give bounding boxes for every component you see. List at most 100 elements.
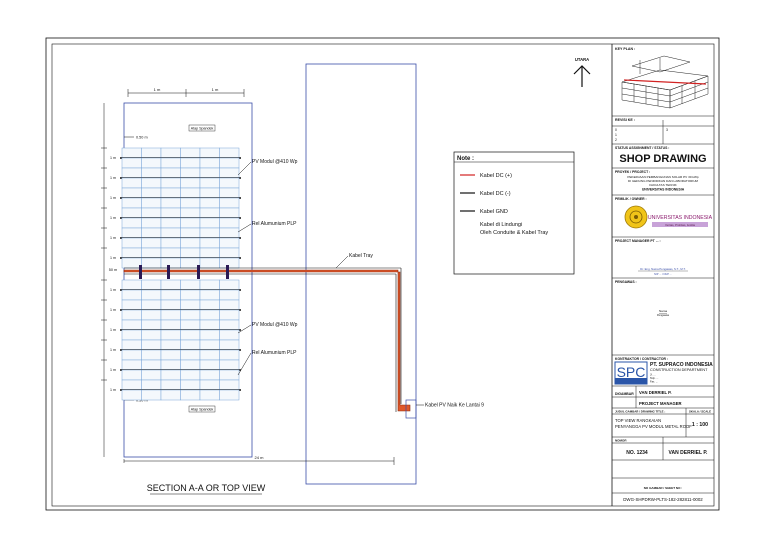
university-seal-icon (624, 205, 648, 229)
key-plan-building-icon (621, 55, 709, 109)
approve-name: Nama (659, 309, 667, 313)
pv-module-cell (121, 257, 142, 269)
pv-module-cell (121, 339, 142, 351)
pv-module-cell (180, 187, 201, 199)
project-line-3: FAKULTAS TEKNIK (649, 183, 677, 187)
legend-label-dc-minus: Kabel DC (-) (480, 191, 511, 197)
contractor-addr-3: Fax. ... (650, 380, 658, 384)
pv-module-cell (199, 359, 220, 371)
owner-label: PEMILIK / OWNER : (615, 197, 647, 201)
pv-module-cell (199, 279, 220, 291)
pv-module-cell (219, 157, 240, 169)
pv-module-cell (199, 289, 220, 301)
pv-module-cell (141, 289, 162, 301)
pv-module-cell (199, 147, 220, 159)
pv-module-cell (219, 339, 240, 351)
side-dim-label: 1 m (110, 176, 116, 180)
pv-module-cell (199, 319, 220, 331)
side-dim-label: 1 m (110, 328, 116, 332)
svg-text:3: 3 (666, 128, 668, 132)
sheet-title-label: JUDUL GAMBAR / DRAWING TITLE : (615, 410, 665, 414)
legend-box (453, 151, 575, 275)
pv-module-cell (160, 359, 181, 371)
side-dim-label: 1 m (110, 216, 116, 220)
pm-label: PROJECT MANAGER PT ... : (615, 239, 661, 243)
pv-module-cell (219, 217, 240, 229)
pv-module-cell (121, 217, 142, 229)
pv-module-cell (121, 369, 142, 381)
pv-module-cell (199, 227, 220, 239)
pv-module-cell (160, 217, 181, 229)
legend-label-gnd: Kabel GND (480, 209, 508, 215)
pv-module-cell (180, 369, 201, 381)
pv-module-cell (160, 257, 181, 269)
svg-text:2: 2 (615, 138, 617, 142)
pv-module-cell (219, 237, 240, 249)
pv-module-cell (180, 147, 201, 159)
project-label: PROYEK / PROJECT : (615, 170, 650, 174)
pv-module-cell (141, 319, 162, 331)
pv-module-cell (199, 299, 220, 311)
pv-module-cell (160, 299, 181, 311)
key-plan-highlight (623, 79, 707, 85)
owner-logo-tagline: Veritas, Probitas, Iustitia (665, 223, 695, 227)
pv-module-cell (160, 379, 181, 391)
pv-module-cell (141, 257, 162, 269)
drawn-label: DIGAMBAR (615, 392, 634, 396)
label-rail-bottom: Rel Alumunium PLP (252, 350, 297, 356)
pv-module-cell (219, 207, 240, 219)
pv-module-arrays (120, 147, 241, 401)
side-dim-label: 1 m (110, 196, 116, 200)
contractor-dept: CONSTRUCTION DEPARTMENT (650, 368, 708, 372)
pv-module-cell (199, 207, 220, 219)
pv-module-cell (121, 197, 142, 209)
side-dim-label: 1 m (110, 256, 116, 260)
pv-module-cell (121, 167, 142, 179)
side-dim-label: 1 m (110, 368, 116, 372)
pv-module-cell (219, 329, 240, 341)
pv-module-cell (160, 339, 181, 351)
top-dimension (127, 89, 245, 97)
north-label: UTARA (575, 57, 589, 62)
leader-cable-tray (335, 255, 349, 269)
pv-module-cell (141, 167, 162, 179)
pv-module-cell (199, 187, 220, 199)
pv-module-cell (160, 349, 181, 361)
pv-module-cell (180, 247, 201, 259)
pv-module-cell (180, 217, 201, 229)
status-value: SHOP DRAWING (619, 153, 706, 165)
pv-module-cell (219, 247, 240, 259)
pv-module-cell (160, 389, 181, 401)
pv-module-cell (160, 157, 181, 169)
pv-module-cell (121, 147, 142, 159)
pv-module-cell (141, 309, 162, 321)
contractor-logo-band (615, 378, 647, 384)
pv-module-cell (199, 349, 220, 361)
no-value: NO. 1234 (626, 450, 648, 456)
legend-note-line2: Oleh Conduite & Kabel Tray (480, 230, 548, 236)
pv-module-cell (121, 349, 142, 361)
revision-label: REVISI KE : (615, 118, 635, 122)
pv-module-cell (180, 359, 201, 371)
by-value: VAN DERRIEL P. (669, 450, 709, 456)
legend-title: Note : (457, 156, 474, 162)
label-cable-tray: Kabel Tray (349, 253, 373, 259)
pv-module-cell (199, 157, 220, 169)
pv-module-cell (141, 177, 162, 189)
area-label-top-box (188, 124, 216, 132)
side-dim-label: 1 m (110, 156, 116, 160)
pv-module-cell (180, 177, 201, 189)
scale-label: SKALA / SCALE (689, 410, 711, 414)
pv-module-cell (141, 329, 162, 341)
pv-module-cell (121, 299, 142, 311)
side-dim-label: 1 m (110, 236, 116, 240)
label-pv-module-top: PV Modul @410 Wp (252, 159, 298, 165)
pv-module-cell (160, 187, 181, 199)
pv-module-cell (121, 359, 142, 371)
revision-rows: 0 1 2 3 (615, 128, 668, 142)
drawn-value: VAN DERRIEL P. (639, 390, 672, 395)
pv-module-cell (180, 279, 201, 291)
contractor-name: PT. SUPRACO INDONESIA (650, 362, 713, 368)
legend-label-dc-plus: Kabel DC (+) (480, 173, 512, 179)
